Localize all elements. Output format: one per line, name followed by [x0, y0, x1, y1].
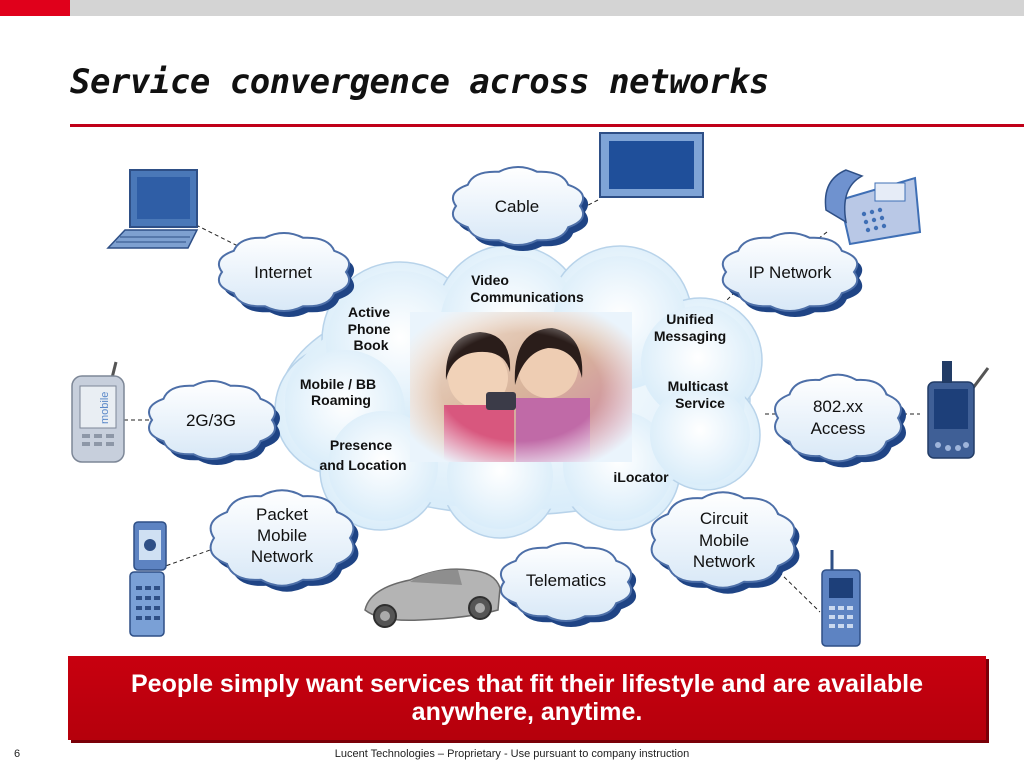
page-number: 6: [14, 748, 21, 760]
phone-watermark: mobile: [99, 392, 111, 424]
network-circuit-line1: Circuit: [700, 509, 748, 528]
service-phonebook-line1: Active: [348, 304, 390, 320]
network-circuit-line3: Network: [693, 552, 756, 571]
cloud-cable: [452, 165, 589, 252]
people-photo: [410, 312, 632, 462]
service-phonebook-line3: Book: [354, 337, 389, 353]
pda-icon: [927, 361, 990, 459]
key-message: People simply want services that fit the…: [131, 670, 923, 726]
cloud-internet: [218, 231, 355, 318]
top-bar-accent: [0, 0, 70, 16]
cloud-802-access: [774, 373, 907, 468]
service-video-line1: Video: [471, 272, 509, 288]
cloud-ip-network: [721, 231, 863, 318]
service-video-line2: Communications: [470, 289, 584, 305]
service-roaming-line2: Roaming: [311, 392, 371, 408]
cloud-body: [148, 379, 276, 461]
network-labels: Cable Internet IP Network 2G/3G 802.xx A…: [186, 197, 865, 590]
car-icon: [364, 568, 501, 628]
network-802-line2: Access: [811, 419, 866, 438]
ip-phone-icon: [824, 169, 922, 246]
slide-title: Service convergence across networks: [70, 62, 769, 102]
tv-monitor-icon: [599, 132, 704, 198]
network-802-line1: 802.xx: [813, 397, 864, 416]
key-message-banner: People simply want services that fit the…: [68, 656, 986, 740]
network-packet-line3: Network: [251, 547, 314, 566]
service-unified-line1: Unified: [666, 311, 713, 327]
footer-text: Lucent Technologies – Proprietary - Use …: [334, 748, 690, 760]
service-roaming-line1: Mobile / BB: [300, 376, 376, 392]
service-labels: Video Communications Active Phone Book U…: [300, 272, 729, 485]
network-cable-label: Cable: [495, 197, 539, 216]
cloud-2g3g: [148, 379, 281, 466]
network-ip-label: IP Network: [749, 263, 832, 282]
cloud-circuit-mobile: [650, 491, 800, 594]
cell-phone-icon: [821, 550, 861, 647]
cloud-body: [650, 491, 796, 589]
cloud-body: [774, 373, 902, 463]
network-2g3g-label: 2G/3G: [186, 411, 236, 430]
network-packet-line2: Mobile: [257, 526, 307, 545]
network-telematics-label: Telematics: [526, 571, 606, 590]
cloud-packet-mobile: [209, 489, 359, 592]
service-multicast-line1: Multicast: [668, 378, 729, 394]
laptop-icon: [106, 169, 199, 249]
service-presence-line2: and Location: [319, 457, 406, 473]
service-presence-line1: Presence: [330, 437, 392, 453]
service-multicast-line2: Service: [675, 395, 725, 411]
cloud-body: [500, 541, 632, 623]
network-packet-line1: Packet: [256, 505, 308, 524]
network-diagram: Video Communications Active Phone Book U…: [71, 132, 990, 647]
mobile-phone-icon: mobile: [71, 361, 125, 463]
service-ilocator: iLocator: [613, 469, 669, 485]
cloud-body: [721, 231, 859, 313]
flip-phone-icon: [129, 521, 167, 637]
top-bar: [0, 0, 1024, 16]
service-phonebook-line2: Phone: [348, 321, 391, 337]
network-circuit-line2: Mobile: [699, 531, 749, 550]
cloud-body: [209, 489, 355, 587]
cloud-body: [452, 165, 584, 247]
service-unified-line2: Messaging: [654, 328, 726, 344]
title-divider: [70, 124, 1024, 127]
network-internet-label: Internet: [254, 263, 312, 282]
cloud-telematics: [500, 541, 637, 628]
cloud-body: [218, 231, 350, 313]
